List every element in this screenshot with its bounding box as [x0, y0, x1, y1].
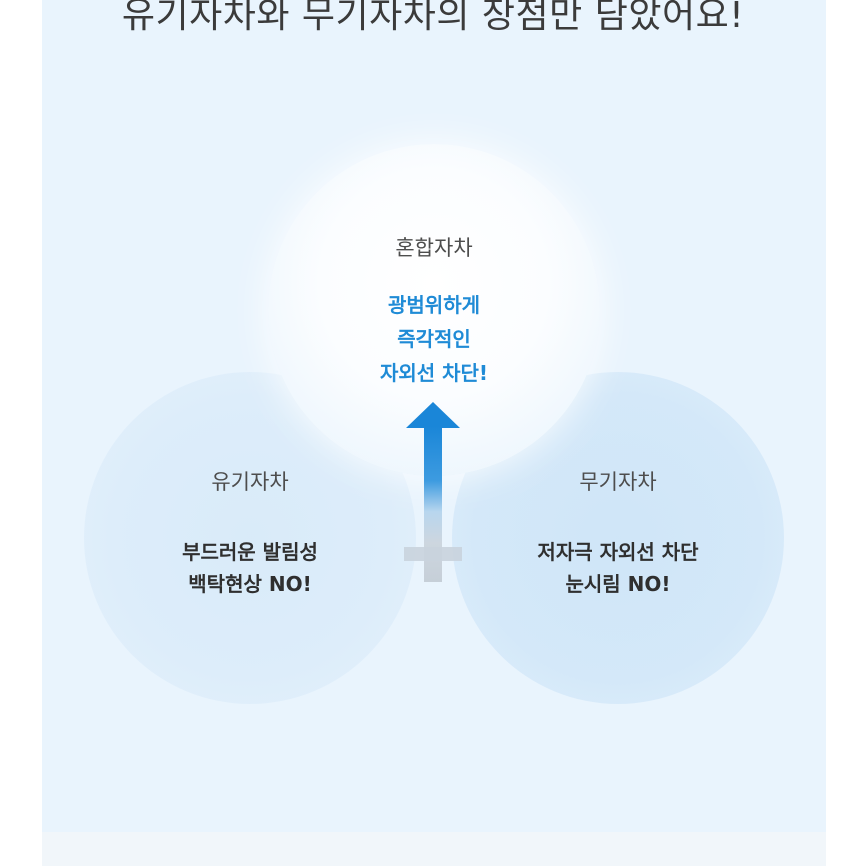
organic-title: 유기자차	[211, 470, 289, 494]
next-section-strip	[42, 832, 826, 866]
inorganic-title: 무기자차	[579, 470, 657, 494]
mixed-line-1: 광범위하게	[388, 293, 480, 317]
inorganic-line-2: 눈시림 NO!	[565, 572, 671, 596]
mixed-line-3: 자외선 차단!	[379, 361, 489, 385]
arrow-shaft	[424, 426, 442, 582]
organic-line-2: 백탁현상 NO!	[188, 572, 312, 596]
up-arrow-icon	[404, 402, 462, 582]
mixed-line-2: 즉각적인	[397, 327, 471, 351]
inorganic-line-1: 저자극 자외선 차단	[537, 540, 699, 564]
inorganic-description: 저자극 자외선 차단 눈시림 NO!	[452, 536, 784, 600]
mixed-description: 광범위하게 즉각적인 자외선 차단!	[268, 288, 600, 390]
cross-bar	[404, 547, 462, 561]
mixed-title: 혼합자차	[395, 236, 473, 260]
organic-line-1: 부드러운 발림성	[182, 540, 318, 564]
organic-description: 부드러운 발림성 백탁현상 NO!	[84, 536, 416, 600]
headline: 유기자차와 무기자차의 장점만 담았어요!	[121, 0, 745, 36]
arrow-head	[406, 402, 460, 428]
